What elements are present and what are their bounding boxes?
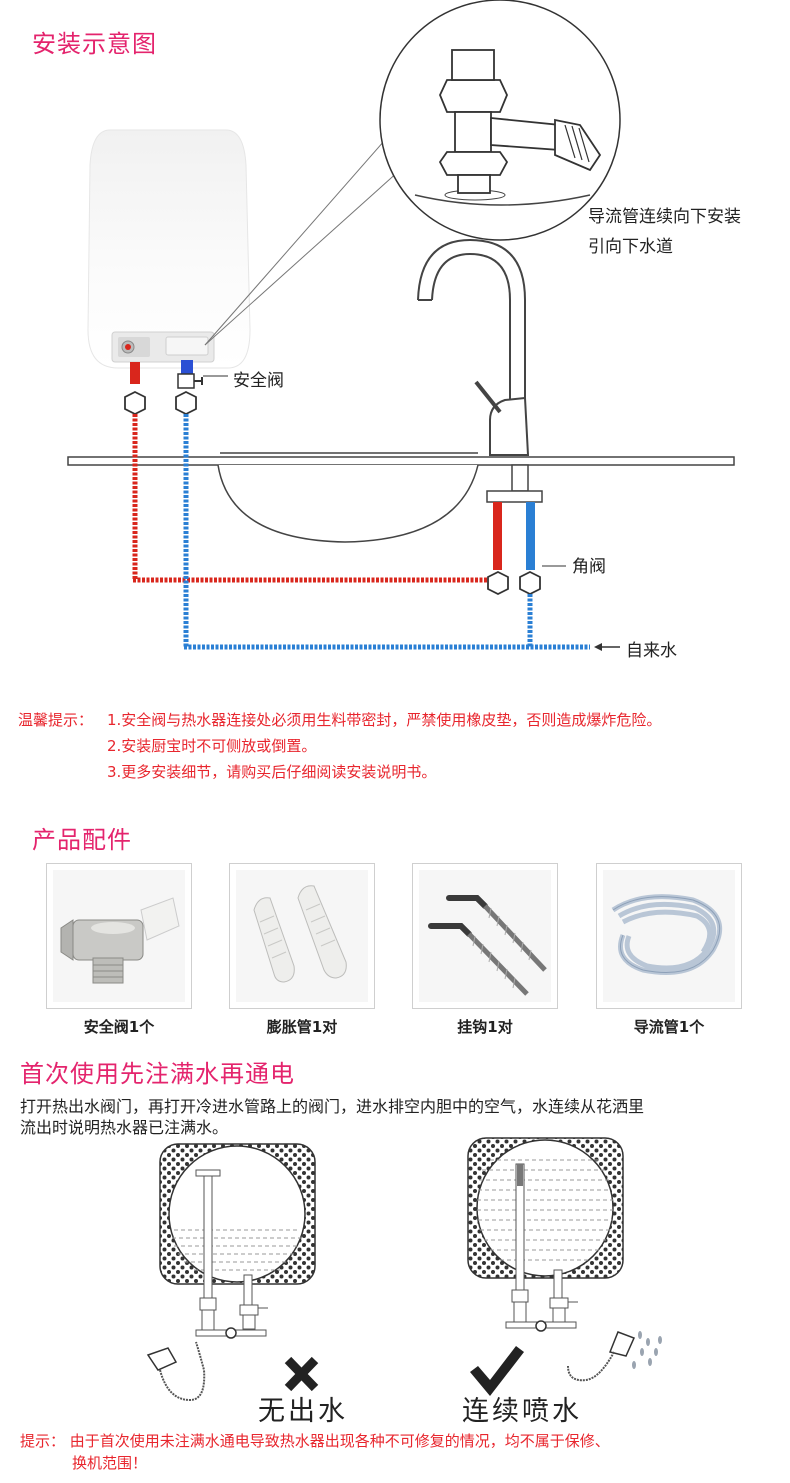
water-heater	[87, 129, 251, 369]
notice-line2: 换机范围！	[72, 1454, 148, 1472]
part-label-drain-tube: 导流管1个	[633, 1018, 705, 1036]
tap-water-arrow	[594, 643, 620, 651]
safety-valve-label: 安全阀	[233, 371, 284, 391]
first-use-title: 首次使用先注满水再通电	[20, 1060, 295, 1088]
part-label-hook: 挂钩1对	[457, 1018, 513, 1036]
first-use-diagram	[146, 1137, 662, 1402]
expansion-tube-icon	[253, 885, 347, 983]
angle-valve-label: 角阀	[572, 557, 606, 577]
check-icon	[470, 1346, 524, 1396]
cross-icon	[284, 1356, 319, 1392]
tip-item-1: 1.安全阀与热水器连接处必须用生料带密封，严禁使用橡皮垫，否则造成爆炸危险。	[107, 711, 662, 729]
sink-bowl	[217, 464, 479, 543]
no-water-label: 无出水	[258, 1396, 348, 1427]
faucet	[417, 238, 530, 456]
tank-full-illustration	[467, 1137, 662, 1382]
safety-valve-icon	[60, 897, 180, 984]
tip-item-2: 2.安装厨宝时不可侧放或倒置。	[107, 737, 317, 755]
install-diagram	[67, 0, 735, 651]
install-title: 安装示意图	[32, 30, 157, 58]
part-label-expansion-tube: 膨胀管1对	[266, 1018, 338, 1036]
drain-tube-icon	[611, 894, 723, 975]
tip-item-3: 3.更多安装细节，请购买后仔细阅读安装说明书。	[107, 763, 437, 781]
continuous-spray-label: 连续喷水	[462, 1396, 582, 1427]
part-label-safety-valve: 安全阀1个	[83, 1018, 155, 1036]
hook-icon	[428, 895, 547, 996]
tap-water-label: 自来水	[626, 641, 677, 661]
first-use-desc-line2: 流出时说明热水器已注满水。	[20, 1118, 229, 1137]
tank-empty-illustration	[146, 1143, 316, 1402]
first-use-desc-line1: 打开热出水阀门，再打开冷进水管路上的阀门，进水排空内胆中的空气，水连续从花洒里	[20, 1097, 645, 1116]
part-card-expansion-tube	[229, 863, 375, 1009]
callout-zoom	[204, 0, 621, 346]
parts-title: 产品配件	[32, 826, 132, 854]
part-card-hook	[412, 863, 558, 1009]
callout-text-line2: 引向下水道	[588, 237, 673, 257]
hot-pipe	[132, 414, 488, 583]
safety-valve	[177, 360, 203, 389]
countertop	[67, 456, 735, 466]
part-card-drain-tube	[596, 863, 742, 1009]
callout-text-line1: 导流管连续向下安装	[588, 207, 741, 227]
tips-prefix: 温馨提示：	[18, 711, 94, 729]
notice-line1: 提示： 由于首次使用未注满水通电导致热水器出现各种不可修复的情况，均不属于保修、	[20, 1432, 610, 1450]
part-card-safety-valve	[46, 863, 192, 1009]
cold-pipe	[183, 414, 590, 650]
